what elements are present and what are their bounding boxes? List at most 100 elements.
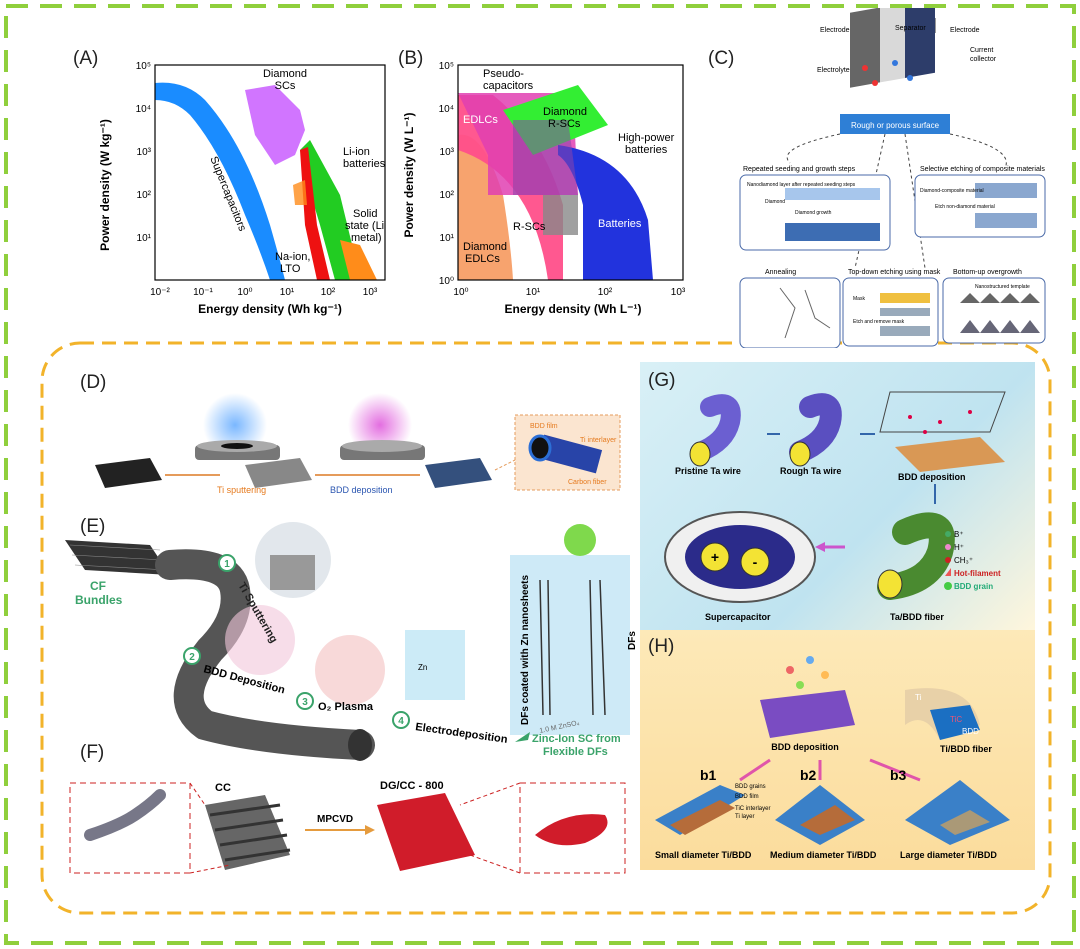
b-diamondedlc-label: Diamond <box>463 241 507 253</box>
a-naion-label2: LTO <box>280 263 301 275</box>
a-naion-label: Na-ion, <box>275 251 310 263</box>
diamond-sc-region <box>245 85 305 165</box>
a-solid-label2: state (Li <box>345 220 384 232</box>
h-ti: Ti <box>915 693 922 702</box>
h-ti-layer: Ti layer <box>735 814 754 820</box>
diamond-edlc-region <box>458 134 513 280</box>
h-large: Large diameter Ti/BDD <box>900 850 997 860</box>
a-xtick: 10⁰ <box>237 287 252 298</box>
panel-label-c: (C) <box>708 48 735 69</box>
a-xtick: 10³ <box>363 287 378 298</box>
panel-label-b: (B) <box>398 48 424 69</box>
b-xtick: 10⁰ <box>453 287 468 298</box>
h-grains: BDD grains <box>735 784 766 790</box>
a-solid-label: Solid <box>353 208 377 220</box>
panel-label-e: (E) <box>80 516 106 537</box>
b-ylabel: Power density (W L⁻¹) <box>403 112 416 237</box>
a-ytick: 10³ <box>137 147 152 158</box>
a-xtick: 10¹ <box>280 287 295 298</box>
b-xtick: 10³ <box>671 287 686 298</box>
panel-label-g: (G) <box>648 370 676 391</box>
a-xlabel: Energy density (Wh kg⁻¹) <box>198 302 342 316</box>
a-diamond-label: Diamond <box>263 68 307 80</box>
schematic-h: BDD deposition Ti TiC BDD Ti/BDD fiber b… <box>655 656 1010 860</box>
h-small: Small diameter Ti/BDD <box>655 850 752 860</box>
f-dgcc: DG/CC - 800 <box>380 780 444 792</box>
g-legend-item: CH₃⁺ <box>954 556 973 565</box>
d-ti-sputter: Ti sputtering <box>217 485 266 495</box>
g-minus: - <box>753 554 758 570</box>
e-step3-label: O₂ Plasma <box>318 701 374 713</box>
f-cc: CC <box>215 782 231 794</box>
h-tibdd: Ti/BDD fiber <box>940 744 992 754</box>
g-legend-item: BDD grain <box>954 582 993 591</box>
schematic-e: CF Bundles 1 Ti Sputtering 2 BDD Deposit… <box>65 522 638 761</box>
h-b3: b3 <box>890 767 907 783</box>
e-step3: 3 <box>302 697 308 708</box>
h-b1: b1 <box>700 767 717 783</box>
panel-label-f: (F) <box>80 742 105 763</box>
c-bottomup: Bottom-up overgrowth <box>953 269 1022 276</box>
h-bddlbl: BDD <box>962 727 979 736</box>
g-legend-item: Hot-filament <box>954 569 1001 578</box>
g-rough: Rough Ta wire <box>780 466 841 476</box>
a-liion-label2: batteries <box>343 158 386 170</box>
c-mask: Mask <box>853 296 865 302</box>
b-ytick: 10⁰ <box>439 276 454 287</box>
e-cf: CF <box>90 579 106 593</box>
schematic-c: Electrode Separator Electrode Current co… <box>739 8 1046 348</box>
chart-b: Power density (W L⁻¹) Energy density (Wh… <box>403 61 686 316</box>
a-xtick: 10⁻¹ <box>193 287 213 298</box>
d-bdd-dep: BDD deposition <box>330 485 393 495</box>
schematic-f: CC MPCVD DG/CC - 800 <box>69 780 626 874</box>
c-composite: Diamond-composite material <box>920 188 984 194</box>
b-highpower-label2: batteries <box>625 144 668 156</box>
c-annealing: Annealing <box>765 269 796 276</box>
c-current: Current <box>970 47 993 54</box>
supercap-region <box>155 82 285 280</box>
e-zn: Zn <box>418 663 427 672</box>
b-diamondedlc-label2: EDLCs <box>465 253 500 265</box>
c-nano: Nanodiamond layer after repeated seeding… <box>747 182 856 188</box>
h-tic-inter: TiC interlayer <box>735 806 770 812</box>
a-ytick: 10¹ <box>137 233 152 244</box>
g-legend-item: B⁺ <box>954 530 964 539</box>
c-electrode-r: Electrode <box>950 27 980 34</box>
rsc-region <box>543 195 578 235</box>
a-solid-label3: metal) <box>351 232 382 244</box>
a-diamond-label2: SCs <box>275 80 296 92</box>
c-topdown: Top-down etching using mask <box>848 269 941 276</box>
schematic-g: + - Pristine Ta wire Rough Ta wire BDD d… <box>664 391 1006 622</box>
c-collector: collector <box>970 56 997 63</box>
d-bdd-film: BDD film <box>530 423 558 430</box>
e-dfs-coated: DFs coated with Zn nanosheets <box>520 575 531 725</box>
naion-region <box>300 147 330 280</box>
d-ti-inter: Ti interlayer <box>580 437 617 444</box>
c-etchremove: Etch and remove mask <box>853 319 905 325</box>
c-seeding: Repeated seeding and growth steps <box>743 166 856 173</box>
e-dfs: DFs <box>627 631 638 650</box>
b-diamondr-label2: R-SCs <box>548 118 581 130</box>
c-growth: Diamond growth <box>795 210 832 216</box>
a-ytick: 10² <box>137 190 152 201</box>
c-surface: Rough or porous surface <box>851 121 940 130</box>
c-separator: Separator <box>895 25 926 32</box>
h-film: BDD film <box>735 794 759 800</box>
b-ytick: 10⁴ <box>439 104 454 115</box>
e-step1: 1 <box>224 559 230 570</box>
panel-label-d: (D) <box>80 372 107 393</box>
c-electrolyte: Electrolyte <box>817 67 850 74</box>
a-liion-label: Li-ion <box>343 146 370 158</box>
a-xtick: 10⁻² <box>150 287 170 298</box>
a-ytick: 10⁵ <box>136 61 151 72</box>
g-plus: + <box>711 549 719 565</box>
schematic-d: Ti sputtering BDD deposition BDD film Ti… <box>95 393 621 495</box>
g-supercap: Supercapacitor <box>705 612 771 622</box>
solid-region <box>340 240 377 280</box>
a-ylabel: Power density (W kg⁻¹) <box>98 119 112 251</box>
c-electrode-l: Electrode <box>820 27 850 34</box>
b-highpower-label: High-power <box>618 132 675 144</box>
chart-a: Power density (W kg⁻¹) Energy density (W… <box>98 61 386 316</box>
g-pristine: Pristine Ta wire <box>675 466 741 476</box>
